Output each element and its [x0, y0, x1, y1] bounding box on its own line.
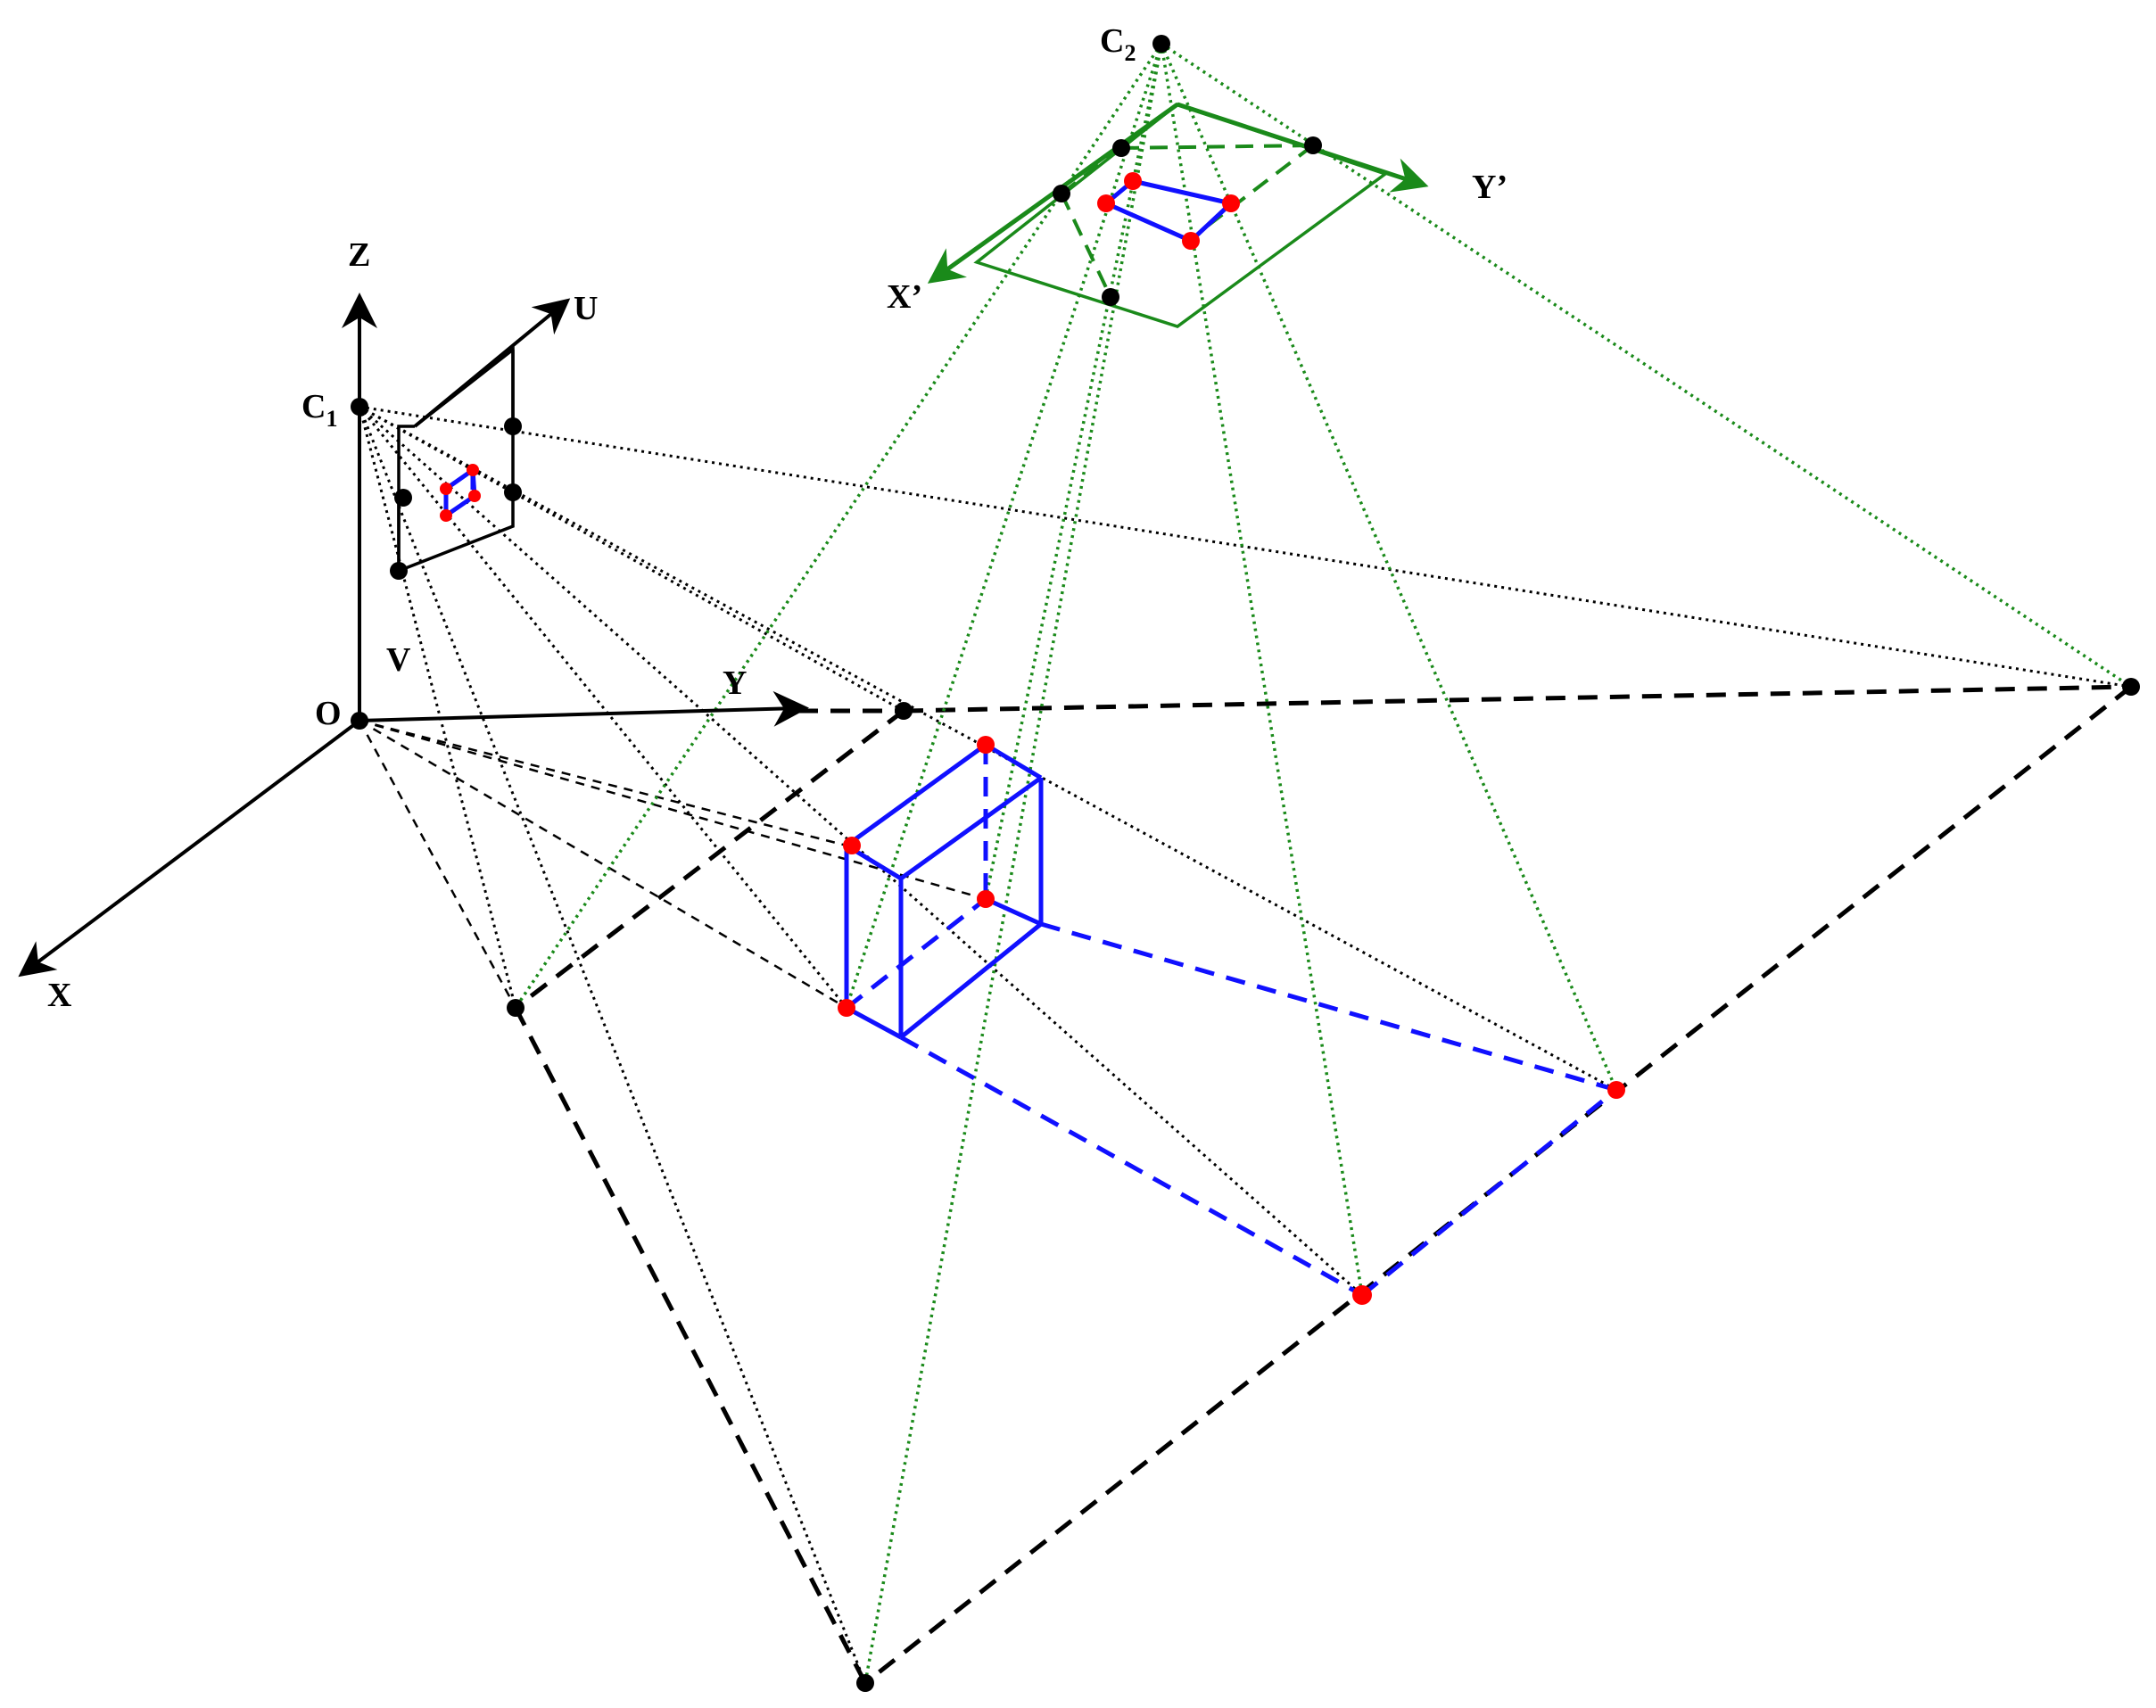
- y-prime-axis-label: Y’: [1472, 169, 1508, 206]
- ground-shadow-point: [1607, 1081, 1625, 1099]
- image2-object-point: [1097, 194, 1115, 212]
- camera1-image-plane: [397, 346, 515, 573]
- y-axis-label: Y: [723, 664, 747, 702]
- image1-corner-point: [390, 562, 408, 580]
- origin-to-object-rays: [358, 719, 987, 1010]
- camera2-center-point: [1152, 35, 1170, 53]
- ground-shadow-point: [1352, 1285, 1372, 1305]
- ground-corner-point: [895, 702, 913, 720]
- image2-object-point: [1124, 172, 1142, 190]
- x-prime-axis-label: X’: [887, 278, 922, 316]
- y-axis: [359, 690, 809, 727]
- image1-object-point: [468, 490, 481, 502]
- object-point: [838, 999, 855, 1017]
- x-axis: [18, 719, 361, 978]
- ground-footprint: [513, 684, 2133, 1685]
- camera1-projection-rays: [358, 405, 2132, 1684]
- ground-corner-point: [856, 1674, 874, 1692]
- origin-point: [351, 712, 368, 730]
- origin-label: O: [315, 695, 342, 732]
- red-points: [440, 172, 1625, 1305]
- image2-corner-point: [1304, 136, 1322, 154]
- image2-object-point: [1222, 194, 1240, 212]
- image2-corner-point: [1053, 185, 1070, 202]
- object-point: [977, 890, 995, 908]
- u-axis-label: U: [574, 290, 598, 327]
- image1-object-point: [467, 464, 479, 476]
- image1-corner-point: [504, 483, 522, 501]
- black-points: [351, 35, 2140, 1692]
- image1-corner-point: [504, 417, 522, 435]
- c1-label: C1: [302, 388, 337, 432]
- image2-corner-point: [1112, 139, 1130, 157]
- box-object: [844, 742, 1618, 1298]
- ground-corner-point: [507, 999, 525, 1017]
- ground-corner-point: [2122, 678, 2140, 696]
- camera2-projection-rays: [514, 42, 2132, 1684]
- c2-label: C2: [1100, 22, 1136, 66]
- image2-object-point: [1182, 232, 1200, 250]
- camera1-center-point: [351, 398, 368, 416]
- z-axis-label: Z: [348, 236, 370, 274]
- world-axes: [18, 293, 809, 978]
- labels: Z U C1 V O Y X C2 X’ Y’: [47, 22, 1508, 1014]
- image1-corner-point: [394, 489, 412, 507]
- image1-object-point: [440, 483, 452, 495]
- object-point: [843, 837, 861, 854]
- image1-object-point: [440, 509, 452, 522]
- object-point: [977, 736, 995, 754]
- v-axis-label: V: [386, 641, 411, 679]
- x-axis-label: X: [47, 977, 71, 1014]
- image2-corner-point: [1102, 288, 1119, 306]
